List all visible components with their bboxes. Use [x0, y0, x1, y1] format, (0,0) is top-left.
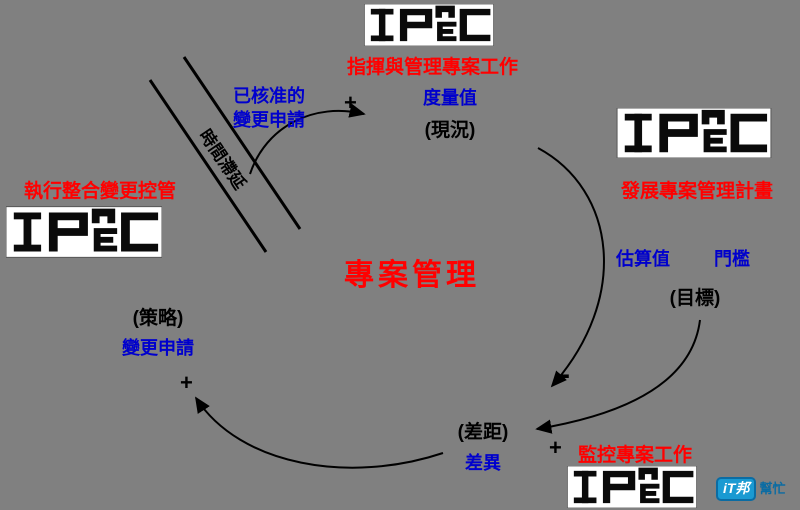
label-integrated-change-control: 執行整合變更控管	[23, 181, 176, 202]
itbang-badge: iT邦	[716, 477, 757, 501]
diagram-title: 專案管理	[344, 259, 480, 292]
ipec-logo-bottom	[557, 466, 707, 508]
ipec-logo-top	[354, 4, 504, 46]
label-monitor-control-work: 監控專案工作	[578, 445, 693, 466]
label-gap-state: (差距)	[457, 422, 509, 443]
label-estimate: 估算值	[616, 249, 670, 269]
label-develop-pm-plan: 發展專案管理計畫	[620, 181, 773, 202]
itbang-watermark: iT邦 幫忙	[716, 477, 785, 501]
label-threshold: 門檻	[714, 249, 750, 269]
ipec-logo-left	[6, 206, 162, 258]
plus-sign-top: +	[344, 90, 357, 115]
label-metric: 度量值	[423, 88, 477, 108]
arrow-current-to-gap	[537, 147, 605, 388]
arrow-gap-to-strategy	[195, 396, 444, 469]
ipec-logo-right	[616, 108, 772, 158]
plus-sign-bottom: +	[549, 435, 562, 460]
label-change-request: 變更申請	[122, 338, 194, 358]
label-direct-manage-work: 指揮與管理專案工作	[346, 57, 518, 78]
label-approved-line1: 已核准的	[233, 86, 305, 106]
label-target-state: (目標)	[669, 288, 721, 309]
itbang-text: 幫忙	[759, 481, 786, 497]
label-current-state: (現況)	[424, 120, 476, 141]
label-variance: 差異	[465, 453, 501, 473]
plus-sign-left: +	[180, 370, 193, 395]
label-strategy-state: (策略)	[132, 308, 184, 329]
minus-sign: -	[560, 358, 570, 391]
label-time-delay: 時間滯延	[195, 126, 250, 194]
label-approved-line2: 變更申請	[233, 110, 305, 130]
